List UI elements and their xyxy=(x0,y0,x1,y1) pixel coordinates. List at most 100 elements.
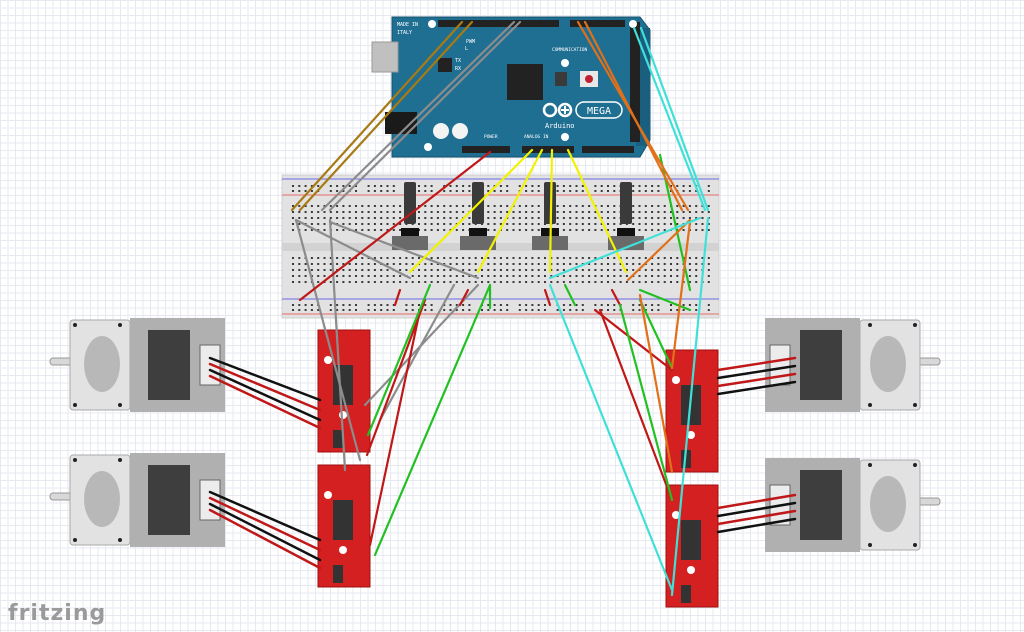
breadboard-hole xyxy=(506,281,509,283)
motor-screw-hole xyxy=(118,323,122,327)
breadboard-hole xyxy=(430,281,433,283)
breadboard-hole xyxy=(588,281,591,283)
breadboard-hole xyxy=(367,185,370,187)
easydriver-board[interactable] xyxy=(317,464,371,588)
breadboard-hole xyxy=(594,217,597,219)
breadboard-hole xyxy=(329,281,332,283)
breadboard-hole xyxy=(537,275,540,277)
breadboard-hole xyxy=(581,275,584,277)
pot-knob xyxy=(620,182,632,224)
breadboard-hole xyxy=(493,309,496,311)
breadboard-hole xyxy=(430,205,433,207)
breadboard-hole xyxy=(310,211,313,213)
potentiometer[interactable] xyxy=(392,182,428,250)
breadboard-hole xyxy=(298,190,301,192)
breadboard-hole xyxy=(411,263,414,265)
breadboard-hole xyxy=(487,217,490,219)
breadboard-hole xyxy=(644,190,647,192)
breadboard-hole xyxy=(525,263,528,265)
breadboard-hole xyxy=(588,211,591,213)
wire-yellow xyxy=(476,148,544,274)
breadboard-hole xyxy=(556,281,559,283)
wire-gray xyxy=(294,218,362,462)
breadboard-hole xyxy=(506,304,509,306)
breadboard-hole xyxy=(632,223,635,225)
breadboard-hole xyxy=(317,281,320,283)
motor-band xyxy=(148,330,190,400)
breadboard-hole xyxy=(632,304,635,306)
motor-boss xyxy=(84,336,120,392)
breadboard-hole xyxy=(663,257,666,259)
breadboard-hole xyxy=(613,309,616,311)
breadboard-hole xyxy=(487,185,490,187)
breadboard[interactable] xyxy=(281,174,720,319)
breadboard-hole xyxy=(525,190,528,192)
breadboard-hole xyxy=(329,304,332,306)
easydriver-board[interactable] xyxy=(665,349,719,473)
stepper-motor[interactable] xyxy=(765,458,941,552)
breadboard-hole xyxy=(418,185,420,187)
breadboard-hole xyxy=(632,205,635,207)
breadboard-hole xyxy=(436,205,439,207)
breadboard-hole xyxy=(575,275,578,277)
potentiometer[interactable] xyxy=(608,182,644,250)
breadboard-hole xyxy=(411,281,414,283)
wire-black xyxy=(208,490,322,542)
arduino-logo-icon xyxy=(542,102,573,118)
stepper-motor[interactable] xyxy=(765,318,941,412)
breadboard-hole xyxy=(493,217,496,219)
motor-boss xyxy=(870,336,906,392)
breadboard-hole xyxy=(310,185,313,187)
breadboard-hole xyxy=(436,275,439,277)
breadboard-hole xyxy=(707,281,710,283)
breadboard-hole xyxy=(632,257,635,259)
breadboard-hole xyxy=(613,205,616,207)
breadboard-hole xyxy=(292,263,294,265)
breadboard-hole xyxy=(531,229,534,231)
breadboard-hole xyxy=(701,229,704,231)
breadboard-hole xyxy=(481,309,483,311)
breadboard-hole xyxy=(462,275,465,277)
breadboard-hole xyxy=(695,217,698,219)
driver-regulator xyxy=(333,565,343,583)
breadboard-hole xyxy=(373,229,376,231)
breadboard-hole xyxy=(493,275,496,277)
breadboard-hole xyxy=(607,211,609,213)
breadboard-hole xyxy=(310,223,313,225)
motor-boss xyxy=(84,471,120,527)
breadboard-hole xyxy=(619,275,622,277)
breadboard-hole xyxy=(594,304,597,306)
breadboard-hole xyxy=(462,309,465,311)
stepper-motor[interactable] xyxy=(49,453,225,547)
breadboard-hole xyxy=(317,211,320,213)
breadboard-hole xyxy=(556,223,559,225)
breadboard-hole xyxy=(588,205,591,207)
wire-red xyxy=(610,288,622,307)
breadboard-hole xyxy=(474,269,477,271)
breadboard-hole xyxy=(355,217,357,219)
stepper-motor[interactable] xyxy=(49,318,225,412)
breadboard-hole xyxy=(367,190,370,192)
icsp-header xyxy=(555,72,567,86)
breadboard-hole xyxy=(380,190,383,192)
arduino-mega[interactable]: MEGA Arduino MADE IN ITALY PWM TX RX L C… xyxy=(371,16,651,158)
easydriver-board[interactable] xyxy=(665,484,719,608)
wire-red xyxy=(368,308,422,547)
breadboard-hole xyxy=(386,263,389,265)
maker-text-1: MADE IN xyxy=(397,22,418,28)
breadboard-hole xyxy=(544,275,546,277)
breadboard-hole xyxy=(373,211,376,213)
breadboard-hole xyxy=(600,211,603,213)
rx-label: RX xyxy=(455,66,461,72)
breadboard-hole xyxy=(581,229,584,231)
breadboard-hole xyxy=(512,217,515,219)
breadboard-hole xyxy=(638,190,641,192)
header-analog-2 xyxy=(582,146,634,153)
breadboard-hole xyxy=(317,275,320,277)
easydriver-board[interactable] xyxy=(317,329,371,453)
breadboard-hole xyxy=(474,281,477,283)
breadboard-hole xyxy=(613,190,616,192)
breadboard-hole xyxy=(506,211,509,213)
wire-red xyxy=(716,509,797,526)
breadboard-hole xyxy=(348,217,351,219)
